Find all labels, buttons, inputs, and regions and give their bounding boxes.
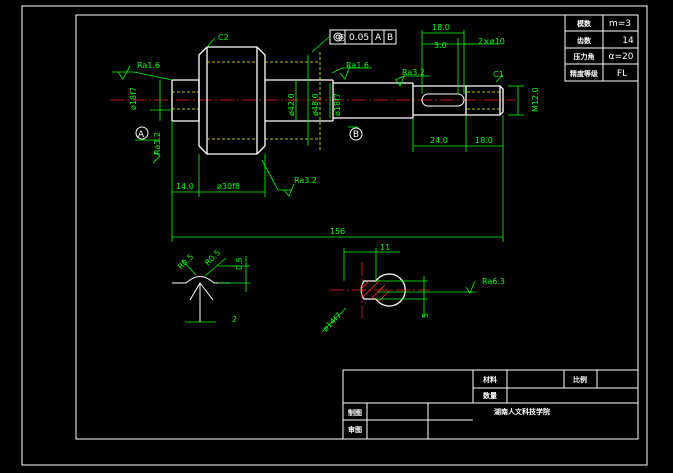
- spec-label: 模数: [577, 19, 592, 28]
- label-b: B: [353, 130, 359, 140]
- dim-18-bottom: 18.0: [475, 136, 493, 145]
- chamfer-c2: C2: [218, 33, 229, 42]
- dim-42: ø42.0: [287, 93, 296, 116]
- spec-label: 精度等级: [570, 69, 599, 78]
- spec-label: 齿数: [577, 36, 592, 45]
- dim-r05-b: R0.5: [203, 248, 222, 267]
- tol-symbol: ◎: [338, 33, 346, 43]
- dim-2: 2: [232, 315, 237, 324]
- ratio-label: 比例: [573, 375, 587, 384]
- material-label: 材料: [482, 375, 497, 384]
- ra32-mid: Ra3.2: [402, 68, 425, 77]
- groove-detail: [172, 256, 250, 323]
- dim-48: ø48.0: [311, 93, 320, 116]
- title-block: 材料 比例 数量 制图 审图 湖南人文科技学院: [342, 369, 639, 440]
- dim-156: 156: [330, 227, 345, 236]
- dim-24: 24.0: [430, 136, 448, 145]
- dimension-labels: C2 C1 ◎ 0.05 A B Ra1.6 Ra1.6 Ra3.2 Ra3.2…: [129, 23, 540, 333]
- spec-value: 14: [622, 36, 634, 46]
- ra32-bottom: Ra3.2: [294, 176, 317, 185]
- keyway-section: [321, 248, 476, 333]
- spec-value: α=20: [609, 52, 634, 62]
- tolerance-frame: [329, 29, 397, 45]
- dim-18f7-left: ø18f7: [129, 87, 138, 110]
- dimension-lines: [112, 30, 524, 242]
- dim-m12: M12.0: [531, 87, 540, 112]
- dim-14: 14.0: [176, 182, 194, 191]
- dim-r05-a: R0.5: [176, 252, 195, 271]
- outer-frame: [21, 5, 648, 466]
- dim-30f8: ø30f8: [217, 182, 240, 191]
- dim-3: 3.0: [434, 41, 447, 50]
- section-marker-a: [135, 126, 149, 140]
- dim-2x10: 2×ø10: [478, 37, 505, 46]
- dim-14f7: ø14f7: [321, 311, 344, 334]
- dim-5: 5: [421, 313, 430, 318]
- chamfer-c1: C1: [493, 70, 504, 79]
- ra32-left: Ra3.2: [153, 132, 162, 155]
- shaft-outline: [171, 46, 504, 155]
- tol-value: 0.05: [349, 33, 369, 43]
- spec-value: m=3: [609, 19, 631, 29]
- datum-b: B: [387, 33, 393, 43]
- drawn-by-label: 制图: [348, 408, 362, 417]
- ra16-mid: Ra1.6: [346, 61, 369, 70]
- spec-label: 压力角: [574, 52, 595, 61]
- datum-a: A: [375, 33, 382, 43]
- checked-by-label: 审图: [348, 425, 362, 434]
- roughness-symbols: [117, 65, 476, 294]
- school-name: 湖南人文科技学院: [494, 407, 550, 416]
- dim-11: 11: [380, 243, 390, 252]
- section-marker-b: [349, 127, 363, 141]
- ra16-left: Ra1.6: [137, 61, 160, 70]
- ra63: Ra6.3: [482, 277, 505, 286]
- dim-18-top: 18.0: [432, 23, 450, 32]
- inner-frame: [75, 14, 639, 440]
- dim-18f7-right: ø18f7: [333, 93, 342, 116]
- spec-value: FL: [617, 69, 627, 79]
- dim-0-5: 0.5: [235, 257, 244, 270]
- hidden-lines: [172, 52, 503, 150]
- label-a: A: [138, 130, 145, 140]
- spec-table: 模数 m=3 齿数 14 压力角 α=20 精度等级 FL: [564, 14, 639, 82]
- quantity-label: 数量: [483, 391, 497, 400]
